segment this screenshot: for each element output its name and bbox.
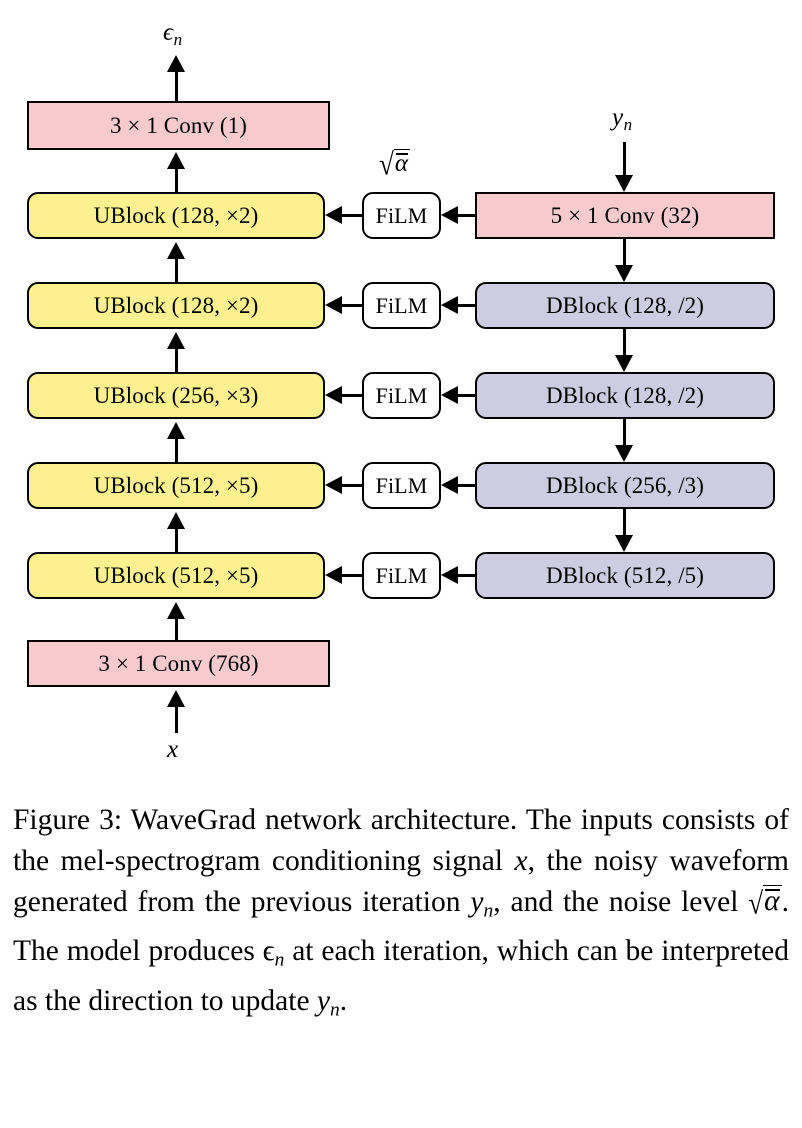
block-dblock-1-label: DBlock (128, /2) xyxy=(545,293,705,318)
block-ublock-2-label: UBlock (128, ×2) xyxy=(93,293,259,318)
caption-symbol-y2: y xyxy=(316,984,331,1017)
block-conv-in[interactable]: 3 × 1 Conv (768) xyxy=(27,640,330,687)
block-film-3[interactable]: FiLM xyxy=(362,372,441,419)
block-film-1-label: FiLM xyxy=(375,202,428,228)
block-film-5[interactable]: FiLM xyxy=(362,552,441,599)
block-dblock-4-label: DBlock (512, /5) xyxy=(545,563,705,588)
figure-caption: Figure 3: WaveGrad network architecture.… xyxy=(13,800,789,1030)
caption-prefix: Figure 3: xyxy=(13,804,123,836)
block-dblock-2-label: DBlock (128, /2) xyxy=(545,383,705,408)
caption-symbol-y: y xyxy=(470,886,484,918)
block-film-4[interactable]: FiLM xyxy=(362,462,441,509)
block-dblock-2[interactable]: DBlock (128, /2) xyxy=(475,372,775,419)
caption-symbol-y-sub: n xyxy=(483,900,494,922)
block-film-4-label: FiLM xyxy=(375,472,428,498)
block-dblock-3-label: DBlock (256, /3) xyxy=(545,473,705,498)
block-conv-cond[interactable]: 5 × 1 Conv (32) xyxy=(475,192,775,239)
block-film-2[interactable]: FiLM xyxy=(362,282,441,329)
block-conv-cond-label: 5 × 1 Conv (32) xyxy=(550,203,700,228)
input-label-y-n: yn xyxy=(612,104,633,134)
caption-part6: . xyxy=(339,984,348,1017)
block-ublock-5[interactable]: UBlock (512, ×5) xyxy=(27,552,325,599)
output-label-epsilon-n: ϵn xyxy=(163,19,183,49)
block-film-2-label: FiLM xyxy=(375,292,428,318)
input-label-x: x xyxy=(167,736,179,763)
caption-part2: , the noisy waveform generated from the … xyxy=(13,845,789,918)
caption-symbol-epsilon: ϵ xyxy=(262,935,275,968)
caption-part1: WaveGrad network architecture. The input… xyxy=(13,804,789,877)
block-ublock-2[interactable]: UBlock (128, ×2) xyxy=(27,282,325,329)
block-dblock-3[interactable]: DBlock (256, /3) xyxy=(475,462,775,509)
block-dblock-1[interactable]: DBlock (128, /2) xyxy=(475,282,775,329)
caption-symbol-y2-sub: n xyxy=(330,998,340,1020)
block-ublock-1-label: UBlock (128, ×2) xyxy=(93,203,259,228)
block-ublock-4[interactable]: UBlock (512, ×5) xyxy=(27,462,325,509)
caption-part5: at each iteration, which can be interpre… xyxy=(13,935,789,1017)
caption-symbol-sqrt-alpha-bar: √α xyxy=(748,885,782,921)
block-ublock-3-label: UBlock (256, ×3) xyxy=(93,383,259,408)
block-conv-out[interactable]: 3 × 1 Conv (1) xyxy=(27,101,330,150)
noise-level-label-sqrt-alpha-bar: √α xyxy=(379,146,410,182)
block-ublock-5-label: UBlock (512, ×5) xyxy=(93,563,259,588)
figure-wavegrad-architecture: ϵn 3 × 1 Conv (1) UBlock (128, ×2) UBloc… xyxy=(27,19,775,763)
block-film-3-label: FiLM xyxy=(375,382,428,408)
block-film-5-label: FiLM xyxy=(375,562,428,588)
caption-symbol-epsilon-sub: n xyxy=(274,949,285,971)
caption-part4: . The model produces xyxy=(13,886,789,968)
block-ublock-3[interactable]: UBlock (256, ×3) xyxy=(27,372,325,419)
caption-symbol-x: x xyxy=(514,845,528,877)
block-conv-in-label: 3 × 1 Conv (768) xyxy=(98,651,259,676)
block-ublock-4-label: UBlock (512, ×5) xyxy=(93,473,259,498)
block-ublock-1[interactable]: UBlock (128, ×2) xyxy=(27,192,325,239)
block-conv-out-label: 3 × 1 Conv (1) xyxy=(109,113,248,138)
block-film-1[interactable]: FiLM xyxy=(362,192,441,239)
block-dblock-4[interactable]: DBlock (512, /5) xyxy=(475,552,775,599)
caption-part3: , and the noise level xyxy=(493,886,749,918)
